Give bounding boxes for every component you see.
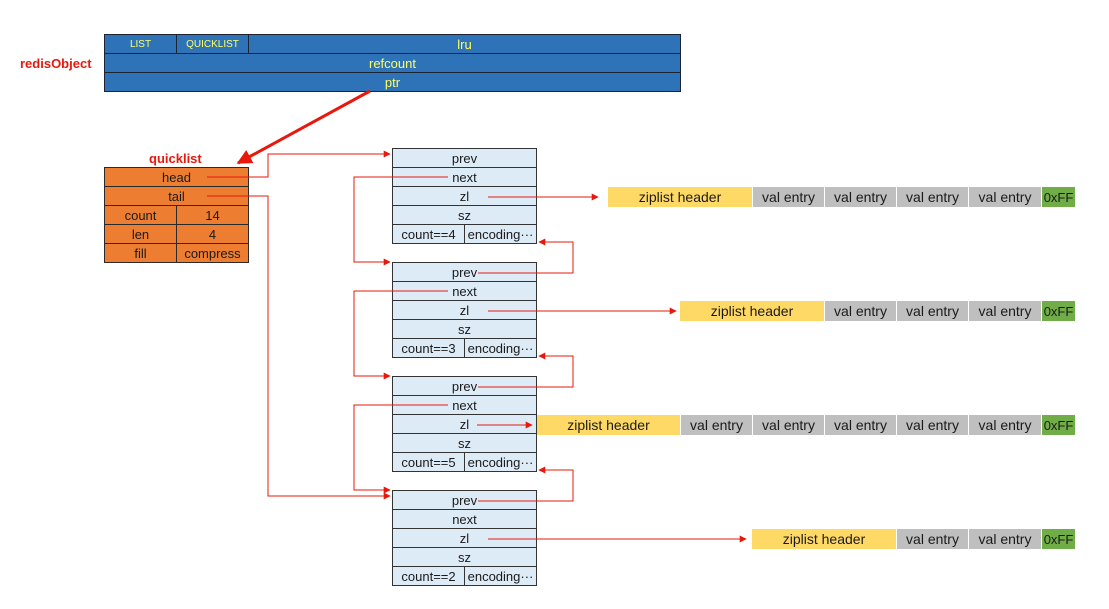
next-arrow-3	[353, 404, 448, 494]
redis-object-label: redisObject	[20, 56, 92, 71]
quicklist-count-label: count	[104, 205, 177, 225]
ziplist-entry: val entry	[897, 529, 969, 549]
redis-object-ptr: ptr	[104, 72, 681, 92]
node-next: next	[392, 167, 537, 187]
ziplist-entry: val entry	[969, 187, 1042, 207]
ziplist-header: ziplist header	[680, 301, 825, 321]
ziplist-entry: val entry	[897, 415, 969, 435]
ziplist-header: ziplist header	[537, 415, 681, 435]
quicklist-compress-label: compress	[176, 243, 249, 263]
node-encoding: encoding···	[464, 452, 537, 472]
ziplist-entry: val entry	[897, 301, 969, 321]
ziplist-entry: val entry	[753, 415, 825, 435]
ziplist-end: 0xFF	[1042, 301, 1075, 321]
node-encoding: encoding···	[464, 566, 537, 586]
ziplist-entry: val entry	[825, 415, 897, 435]
node-prev: prev	[392, 148, 537, 168]
prev-arrow-3	[478, 352, 574, 388]
ziplist-end: 0xFF	[1042, 529, 1075, 549]
node-count: count==2	[392, 566, 465, 586]
prev-arrow-4	[478, 466, 574, 502]
ziplist-entry: val entry	[897, 187, 969, 207]
ziplist-header: ziplist header	[752, 529, 897, 549]
next-arrow-1	[353, 176, 448, 266]
node-sz: sz	[392, 319, 537, 339]
ziplist-entry: val entry	[825, 187, 897, 207]
tail-arrow	[207, 195, 391, 500]
node-count: count==5	[392, 452, 465, 472]
node-count: count==3	[392, 338, 465, 358]
node-encoding: encoding···	[464, 224, 537, 244]
ziplist-entry: val entry	[825, 301, 897, 321]
ziplist-entry: val entry	[969, 415, 1042, 435]
head-arrow	[207, 150, 391, 178]
ziplist-end: 0xFF	[1042, 415, 1075, 435]
node-next: next	[392, 395, 537, 415]
quicklist-count-value: 14	[176, 205, 249, 225]
ziplist-header: ziplist header	[608, 187, 753, 207]
quicklist-title: quicklist	[149, 151, 202, 166]
ziplist-entry: val entry	[969, 301, 1042, 321]
ptr-arrow	[236, 89, 371, 165]
quicklist-fill-label: fill	[104, 243, 177, 263]
ziplist-end: 0xFF	[1042, 187, 1075, 207]
ziplist-entry: val entry	[753, 187, 825, 207]
prev-arrow-2	[478, 238, 574, 274]
node-encoding: encoding···	[464, 338, 537, 358]
node-next: next	[392, 281, 537, 301]
node-count: count==4	[392, 224, 465, 244]
ziplist-entry: val entry	[969, 529, 1042, 549]
ziplist-entry: val entry	[681, 415, 753, 435]
next-arrow-2	[353, 290, 448, 380]
